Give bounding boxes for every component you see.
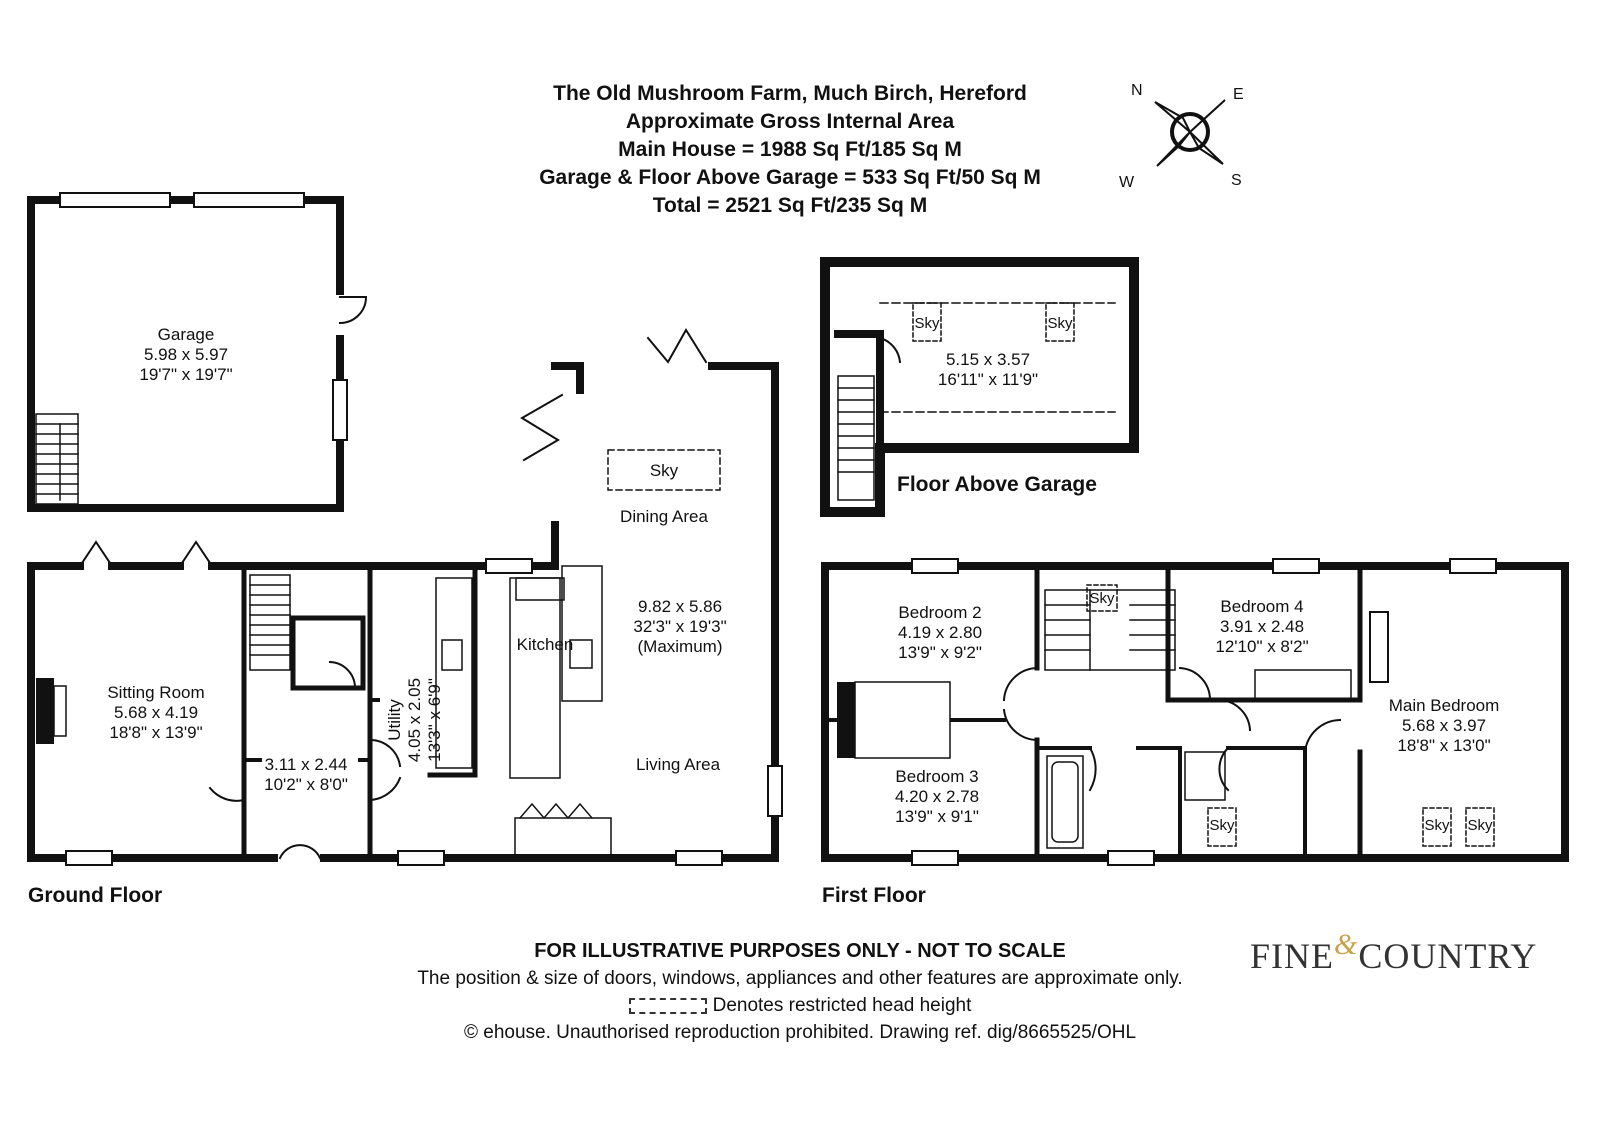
skylight-label: Sky <box>1424 817 1450 834</box>
skylight-label: Sky <box>1047 315 1073 332</box>
dining-area-label: Dining Area <box>620 507 708 526</box>
open-plan-imperial: 32'3" x 19'3" <box>633 617 726 636</box>
garage-name: Garage <box>158 325 215 344</box>
main-house-area: Main House = 1988 Sq Ft/185 Sq M <box>618 138 962 161</box>
above-garage-floor-label: Floor Above Garage <box>897 473 1097 496</box>
above-garage-metric: 5.15 x 3.57 <box>946 350 1030 369</box>
hall-imperial: 10'2" x 8'0" <box>264 775 348 794</box>
kitchen-name: Kitchen <box>517 635 574 654</box>
bedroom4-metric: 3.91 x 2.48 <box>1220 617 1304 636</box>
legend: Denotes restricted head height <box>300 992 1300 1019</box>
garage-outline <box>27 192 368 512</box>
legend-text: Denotes restricted head height <box>712 995 972 1016</box>
compass-n: N <box>1131 82 1143 99</box>
garage-metric: 5.98 x 5.97 <box>144 345 228 364</box>
bedroom2-imperial: 13'9" x 9'2" <box>898 643 982 662</box>
logo-left-word: Fine <box>1250 936 1334 976</box>
main-bedroom-name: Main Bedroom <box>1389 696 1500 715</box>
plan-footer: FOR ILLUSTRATIVE PURPOSES ONLY - NOT TO … <box>300 938 1300 1046</box>
agency-logo: Fine&Country <box>1250 928 1550 995</box>
bedroom2-metric: 4.19 x 2.80 <box>898 623 982 642</box>
above-garage-imperial: 16'11" x 11'9" <box>938 370 1038 389</box>
skylight-label: Sky <box>1209 817 1235 834</box>
ground-floor-label: Ground Floor <box>28 884 163 907</box>
bedroom2-name: Bedroom 2 <box>898 603 981 622</box>
bedroom3-name: Bedroom 3 <box>895 767 978 786</box>
utility-name: Utility <box>385 699 404 741</box>
garage-area: Garage & Floor Above Garage = 533 Sq Ft/… <box>539 166 1041 189</box>
room-labels: Garage 5.98 x 5.97 19'7" x 19'7" Sitting… <box>107 315 1499 834</box>
logo-ampersand: & <box>1334 928 1359 961</box>
sitting-room-imperial: 18'8" x 13'9" <box>109 723 202 742</box>
sitting-room-metric: 5.68 x 4.19 <box>114 703 198 722</box>
skylight-label: Sky <box>914 315 940 332</box>
sitting-room-name: Sitting Room <box>107 683 204 702</box>
restricted-height-legend-icon <box>628 997 707 1014</box>
main-bedroom-metric: 5.68 x 3.97 <box>1402 716 1486 735</box>
main-bedroom-imperial: 18'8" x 13'0" <box>1397 736 1490 755</box>
skylight-label: Sky <box>1467 817 1493 834</box>
bedroom4-name: Bedroom 4 <box>1220 597 1303 616</box>
garage-imperial: 19'7" x 19'7" <box>139 365 232 384</box>
first-floor-label: First Floor <box>822 884 926 907</box>
plan-header: The Old Mushroom Farm, Much Birch, Heref… <box>380 80 1200 220</box>
compass-s: S <box>1231 172 1242 189</box>
compass-w: W <box>1119 174 1135 191</box>
compass-e: E <box>1233 86 1244 103</box>
compass-icon: N E W S <box>1119 82 1245 192</box>
above-garage-outline <box>820 257 1139 517</box>
open-plan-metric: 9.82 x 5.86 <box>638 597 722 616</box>
ground-floor-outline <box>27 328 783 866</box>
disclaimer-note: The position & size of doors, windows, a… <box>417 968 1183 989</box>
skylight-label: Sky <box>1089 590 1115 607</box>
disclaimer: FOR ILLUSTRATIVE PURPOSES ONLY - NOT TO … <box>534 940 1066 962</box>
bedroom3-imperial: 13'9" x 9'1" <box>895 807 979 826</box>
utility-metric: 4.05 x 2.05 <box>405 678 424 762</box>
property-title: The Old Mushroom Farm, Much Birch, Heref… <box>553 82 1027 105</box>
utility-imperial: 13'3" x 6'9" <box>425 678 444 762</box>
logo-right-word: Country <box>1358 936 1538 976</box>
hall-metric: 3.11 x 2.44 <box>265 755 348 774</box>
copyright: © ehouse. Unauthorised reproduction proh… <box>463 1022 1137 1043</box>
bedroom3-metric: 4.20 x 2.78 <box>895 787 979 806</box>
first-floor-outline <box>821 558 1569 866</box>
living-area-label: Living Area <box>636 755 721 774</box>
open-plan-note: (Maximum) <box>638 637 723 656</box>
bedroom4-imperial: 12'10" x 8'2" <box>1215 637 1308 656</box>
total-area: Total = 2521 Sq Ft/235 Sq M <box>652 194 928 217</box>
skylight-label: Sky <box>650 461 679 480</box>
area-caption: Approximate Gross Internal Area <box>625 110 955 133</box>
